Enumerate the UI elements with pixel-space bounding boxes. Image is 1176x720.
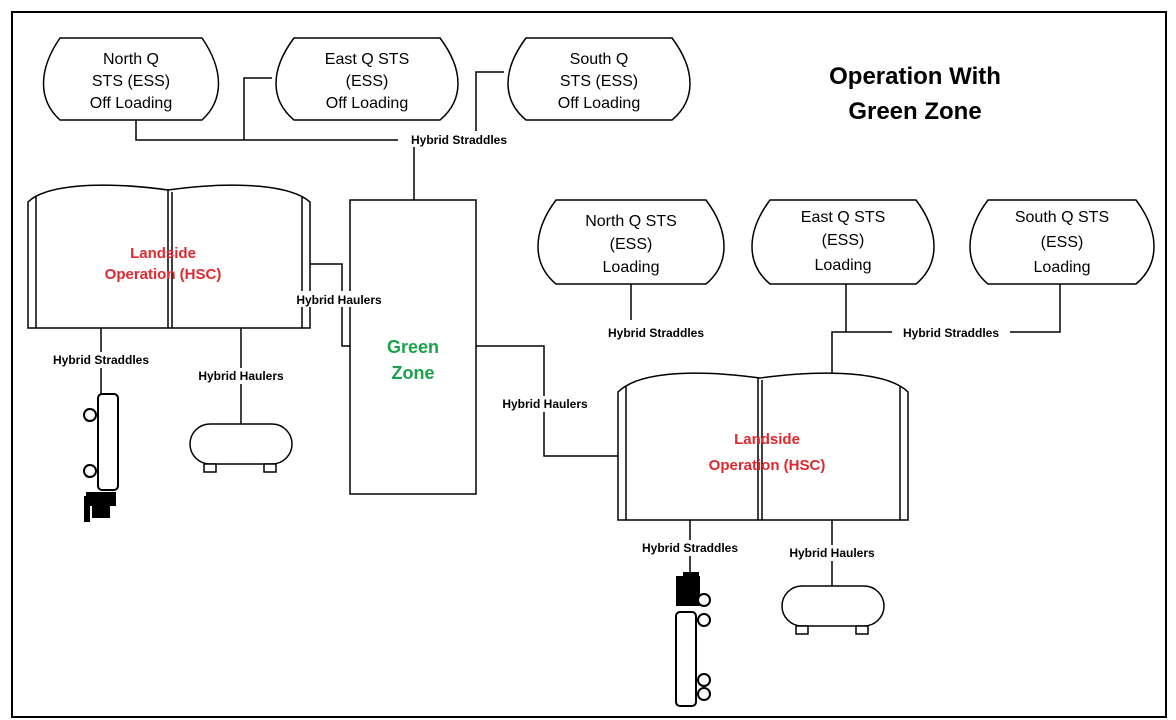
left-haulers-link-label: Hybrid Haulers — [296, 293, 382, 307]
loading-east-box: East Q STS (ESS) Loading — [751, 199, 935, 285]
offloading-east-box: East Q STS (ESS) Off Loading — [275, 37, 459, 121]
offloading-south-box: South Q STS (ESS) Off Loading — [507, 37, 691, 121]
loading-east-line3: Loading — [815, 257, 872, 274]
title-line-1: Operation With — [829, 63, 1001, 90]
mid-haulers-link-label: Hybrid Haulers — [502, 397, 588, 411]
left-straddles-link: Hybrid Straddles — [42, 328, 160, 398]
loading-north-line2: (ESS) — [610, 236, 653, 253]
diagram-frame — [11, 11, 1167, 718]
loading-south-line2: (ESS) — [1041, 234, 1084, 251]
green-zone: Green Zone — [349, 199, 477, 495]
offloading-south-line1: South Q — [570, 51, 629, 68]
offloading-north-line2: STS (ESS) — [92, 73, 170, 90]
hauler-tank-icon — [189, 423, 293, 473]
right-haulers-label: Hybrid Haulers — [789, 546, 875, 560]
top-straddles-label: Hybrid Straddles — [411, 133, 507, 147]
loading-east-line2: (ESS) — [822, 232, 865, 249]
landside-right-line1: Landside — [734, 431, 800, 448]
left-straddles-label: Hybrid Straddles — [53, 353, 149, 367]
diagram-title: Operation With Green Zone — [829, 63, 1001, 125]
loading-south-line3: Loading — [1034, 259, 1091, 276]
offloading-south-line2: STS (ESS) — [560, 73, 638, 90]
mid-haulers-link: Hybrid Haulers — [476, 345, 618, 457]
straddle-carrier-icon-right — [675, 572, 711, 707]
loading-east-line1: East Q STS — [801, 209, 885, 226]
hauler-tank-icon-right — [781, 585, 885, 635]
right-straddles-link: Hybrid Straddles — [630, 520, 750, 580]
loading-north-box: North Q STS (ESS) Loading — [537, 199, 725, 285]
loading-straddles-north-label: Hybrid Straddles — [608, 326, 704, 340]
landside-left-line1: Landside — [130, 245, 196, 262]
loading-north-line3: Loading — [603, 259, 660, 276]
landside-right-line2: Operation (HSC) — [709, 457, 826, 474]
right-haulers-connector: Hybrid Haulers — [777, 520, 887, 588]
landside-left: Landside Operation (HSC) — [27, 184, 311, 329]
loading-south-box: South Q STS (ESS) Loading — [969, 199, 1155, 285]
loading-connectors: Hybrid Straddles Hybrid Straddles — [596, 284, 1061, 378]
loading-straddles-east-south-label: Hybrid Straddles — [903, 326, 999, 340]
loading-north-line1: North Q STS — [585, 213, 677, 230]
green-zone-line1: Green — [387, 337, 439, 357]
offloading-north-line1: North Q — [103, 51, 159, 68]
offloading-north-box: North Q STS (ESS) Off Loading — [42, 37, 220, 121]
green-zone-line2: Zone — [392, 363, 435, 383]
offloading-east-line2: (ESS) — [346, 73, 389, 90]
right-straddles-label: Hybrid Straddles — [642, 541, 738, 555]
loading-south-line1: South Q STS — [1015, 209, 1109, 226]
landside-left-line2: Operation (HSC) — [105, 266, 222, 283]
offloading-south-line3: Off Loading — [558, 95, 640, 112]
left-haulers-connector: Hybrid Haulers — [184, 328, 298, 424]
left-haulers-label: Hybrid Haulers — [198, 369, 284, 383]
title-line-2: Green Zone — [848, 98, 981, 125]
offloading-north-line3: Off Loading — [90, 95, 172, 112]
offloading-connectors: Hybrid Straddles — [135, 71, 518, 200]
straddle-carrier-icon — [83, 393, 119, 522]
left-haulers-link: Hybrid Haulers — [286, 263, 392, 347]
offloading-east-line1: East Q STS — [325, 51, 409, 68]
landside-right: Landside Operation (HSC) — [617, 372, 909, 521]
offloading-east-line3: Off Loading — [326, 95, 408, 112]
